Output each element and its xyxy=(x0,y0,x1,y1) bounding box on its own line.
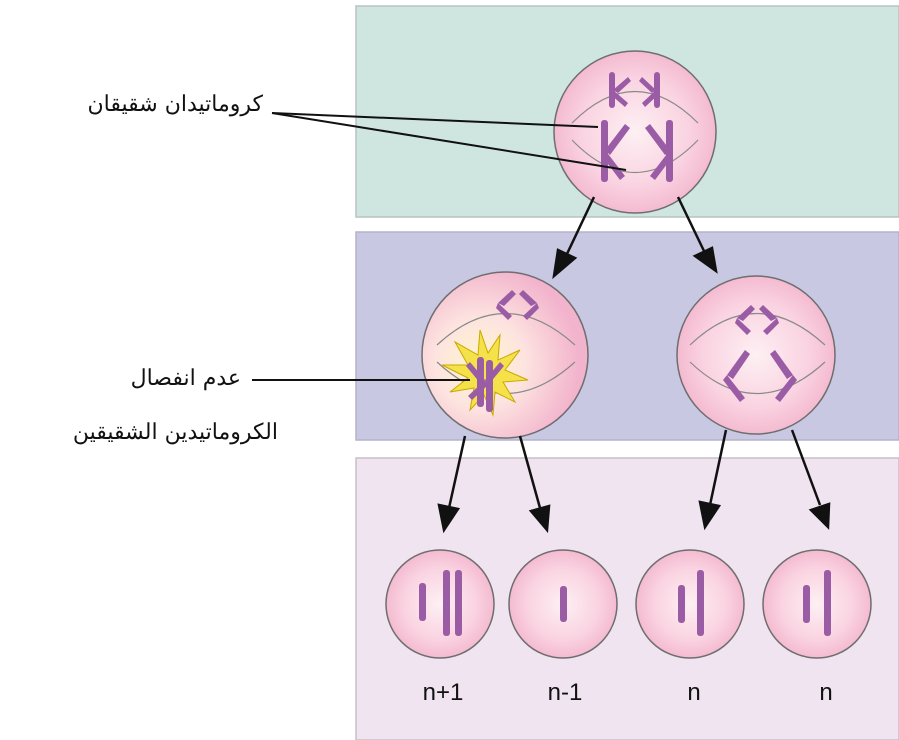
meiosis-2-cell-left xyxy=(421,271,589,439)
leader-line-sister-chromatids xyxy=(271,112,627,171)
daughter-cell xyxy=(508,549,618,659)
chromosome xyxy=(645,120,673,182)
meiosis-2-cell-right xyxy=(676,275,836,435)
arrow xyxy=(790,429,831,530)
daughter-cell xyxy=(762,549,872,659)
parent-cell xyxy=(553,50,717,214)
daughter-cell xyxy=(385,549,495,659)
ploidy-label: n xyxy=(687,679,700,706)
ploidy-label: n-1 xyxy=(548,679,583,706)
arrow xyxy=(518,435,551,534)
chromosome xyxy=(759,305,779,335)
nondisjunction-label-line2: الكروماتيدين الشقيقين xyxy=(72,420,278,445)
daughter-cell xyxy=(635,549,745,659)
arrow xyxy=(552,196,596,280)
chromosome xyxy=(770,350,797,402)
sister-chromatids-label: كروماتيدان شقيقان xyxy=(87,92,263,117)
chromosome xyxy=(609,72,631,108)
arrow xyxy=(698,429,728,531)
chromosome xyxy=(519,290,539,320)
nondisjunction-label-line1: عدم انفصال xyxy=(130,366,241,391)
chromosome xyxy=(723,350,750,402)
ploidy-label: n xyxy=(819,679,832,706)
arrow xyxy=(676,196,718,274)
nondisjunction-burst-icon xyxy=(441,329,529,417)
chromosome xyxy=(639,72,660,108)
chromosome xyxy=(735,305,755,335)
chromosome xyxy=(496,290,516,320)
ploidy-label: n+1 xyxy=(423,679,464,706)
arrow xyxy=(437,435,467,534)
chromosome xyxy=(466,357,504,412)
